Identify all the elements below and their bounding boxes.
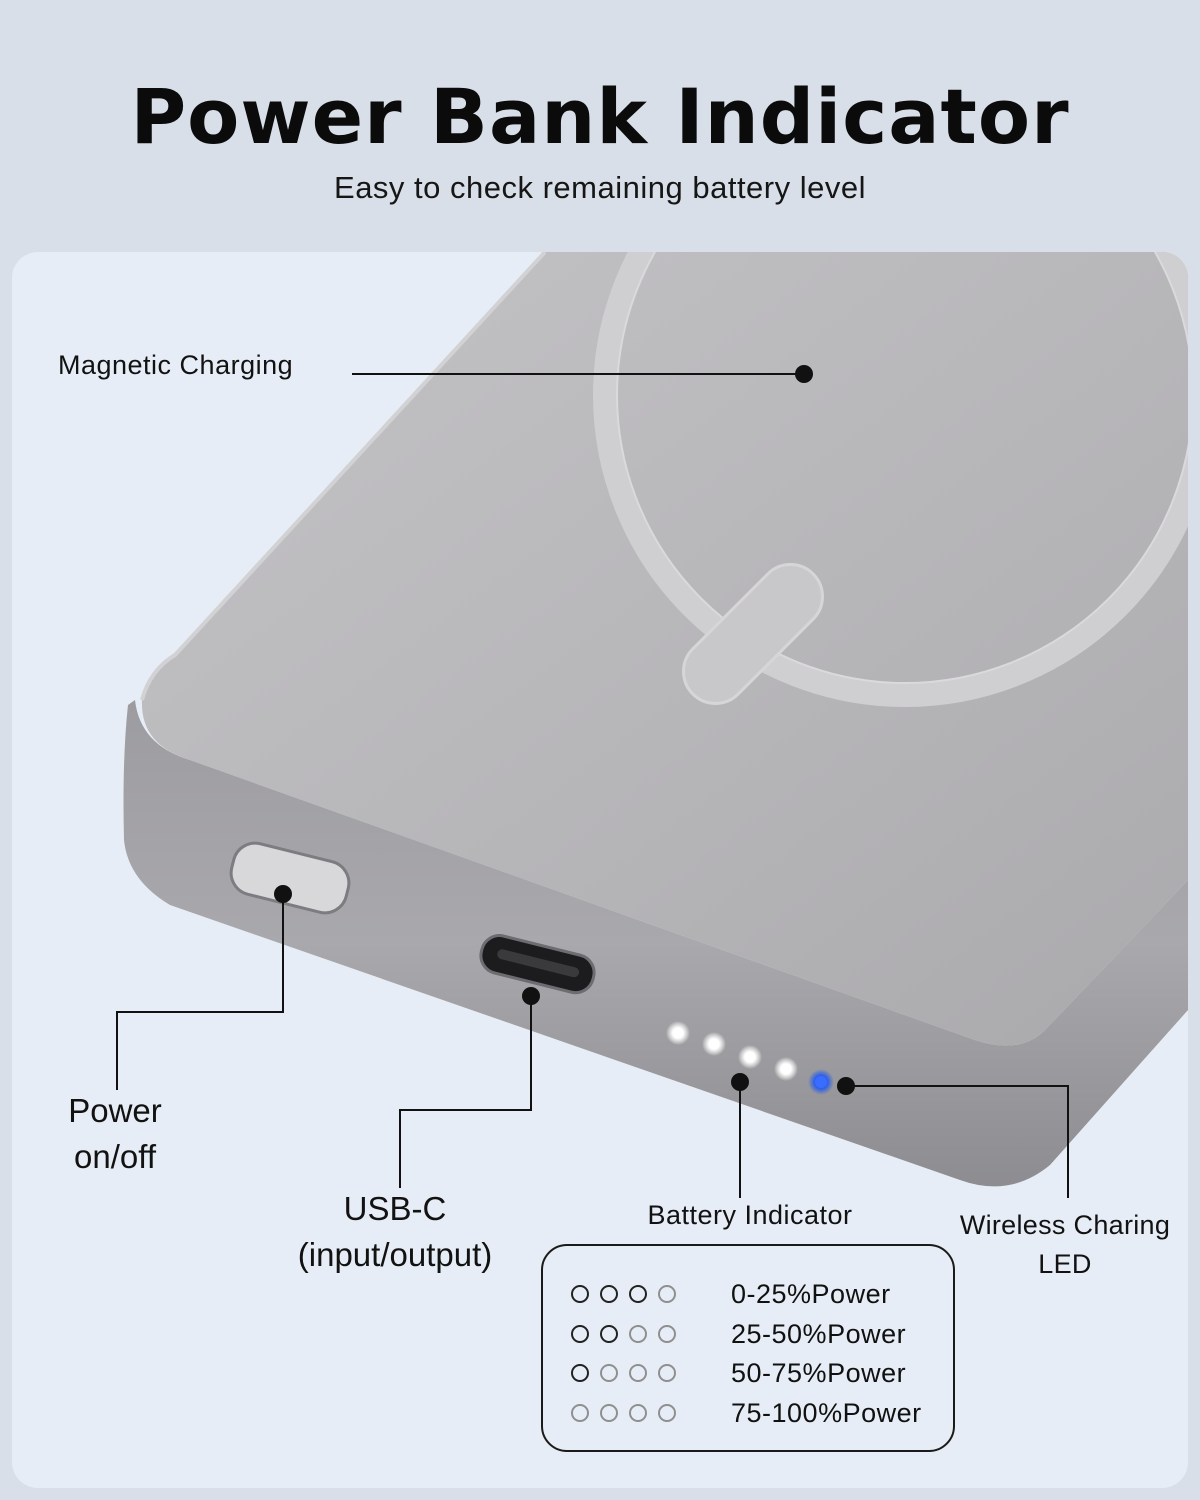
legend-dot xyxy=(658,1364,676,1382)
legend-dot xyxy=(600,1404,618,1422)
legend-row: 25-50%Power xyxy=(571,1319,906,1349)
legend-dots xyxy=(571,1325,701,1343)
legend-label: 50-75%Power xyxy=(731,1357,907,1388)
battery-led-group xyxy=(666,1021,798,1081)
battery-led xyxy=(744,1051,756,1063)
legend-label: 0-25%Power xyxy=(731,1278,891,1309)
legend-dot xyxy=(629,1364,647,1382)
legend-dot xyxy=(571,1364,589,1382)
battery-led xyxy=(708,1038,720,1050)
usbc-label-line2: (input/output) xyxy=(297,1236,493,1273)
usbc-label: USB-C (input/output) xyxy=(270,1186,520,1278)
usbc-label-line1: USB-C xyxy=(343,1190,447,1227)
legend-dot xyxy=(571,1404,589,1422)
legend-dot xyxy=(658,1285,676,1303)
legend-dot xyxy=(600,1285,618,1303)
wireless-label-line1: Wireless Charing xyxy=(959,1210,1171,1240)
power-label-line1: Power xyxy=(68,1092,162,1129)
page-title: Power Bank Indicator xyxy=(130,72,1070,161)
battery-led xyxy=(780,1063,792,1075)
legend-dot xyxy=(571,1325,589,1343)
battery-legend: 0-25%Power 25-50%Power 50-75%Power 75-10… xyxy=(541,1244,955,1452)
legend-label: 25-50%Power xyxy=(731,1318,907,1349)
power-label: Power on/off xyxy=(40,1088,190,1180)
magnetic-charging-marker xyxy=(795,365,813,383)
legend-dot xyxy=(658,1325,676,1343)
battery-indicator-marker xyxy=(731,1073,749,1091)
legend-dot xyxy=(600,1325,618,1343)
page-subtitle: Easy to check remaining battery level xyxy=(334,170,866,205)
legend-dots xyxy=(571,1404,701,1422)
legend-dot xyxy=(600,1364,618,1382)
magnetic-ring xyxy=(593,252,1188,707)
wireless-led xyxy=(815,1076,827,1088)
legend-row: 75-100%Power xyxy=(571,1398,922,1428)
wireless-led-marker xyxy=(837,1077,855,1095)
power-label-line2: on/off xyxy=(74,1138,156,1175)
legend-dot xyxy=(658,1404,676,1422)
device-side xyxy=(123,700,1188,1187)
magnetic-charging-label: Magnetic Charging xyxy=(58,350,294,380)
legend-dot xyxy=(629,1404,647,1422)
battery-indicator-label: Battery Indicator xyxy=(647,1200,853,1230)
battery-led xyxy=(672,1027,684,1039)
legend-row: 0-25%Power xyxy=(571,1279,891,1309)
legend-dots xyxy=(571,1364,701,1382)
device-top xyxy=(141,252,1188,1046)
power-button-marker xyxy=(274,885,292,903)
legend-dot xyxy=(571,1285,589,1303)
legend-dot xyxy=(629,1325,647,1343)
legend-dot xyxy=(629,1285,647,1303)
wireless-led-label: Wireless Charing LED xyxy=(940,1206,1188,1284)
legend-row: 50-75%Power xyxy=(571,1358,906,1388)
usbc-marker xyxy=(522,987,540,1005)
pill-indent xyxy=(682,563,824,705)
legend-label: 75-100%Power xyxy=(731,1397,922,1428)
wireless-label-line2: LED xyxy=(1038,1249,1092,1279)
power-bank-illustration xyxy=(116,252,1188,1198)
product-panel: Magnetic Charging Power on/off USB-C (in… xyxy=(12,252,1188,1488)
legend-dots xyxy=(571,1285,701,1303)
